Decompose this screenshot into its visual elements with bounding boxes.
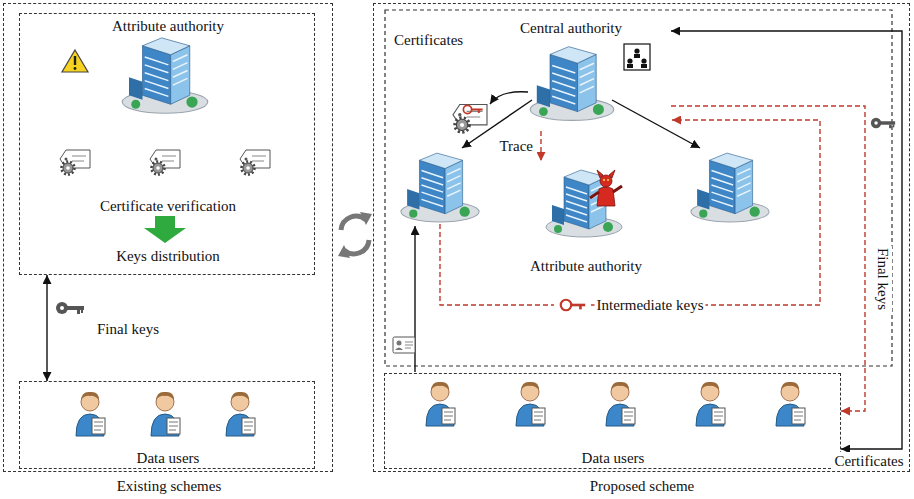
key-icon <box>463 105 482 113</box>
key-icon <box>56 302 84 314</box>
flow-arrow <box>144 216 186 243</box>
edge-label: Final keys <box>874 245 892 311</box>
warning-sign <box>62 50 88 72</box>
key-patch <box>554 296 590 314</box>
annotation-label: Certificates <box>392 31 465 49</box>
user-icon <box>776 382 805 426</box>
central-building <box>530 47 614 121</box>
flow-arrow <box>46 275 47 381</box>
authority-building <box>401 153 479 222</box>
central-authority: Central authority <box>491 19 671 131</box>
users-box: Data users <box>384 373 841 469</box>
edge-label: Certificates <box>832 452 905 470</box>
user-icon <box>606 382 635 426</box>
user-icon <box>151 392 180 436</box>
authority-building <box>546 170 622 237</box>
assign-arrow <box>612 100 700 148</box>
certificate-arrow <box>490 92 528 104</box>
authority-box: Attribute authorityCertificate verificat… <box>19 13 315 275</box>
intermediate-key-flow <box>440 120 820 305</box>
node-title: Attribute authority <box>112 17 224 35</box>
node-title: Attribute authority <box>530 257 642 275</box>
edge-label: Trace <box>497 137 535 155</box>
scheme-panel: Proposed schemeCentral authorityAttribut… <box>373 3 910 472</box>
certificate-icon <box>60 150 90 175</box>
authority-building <box>691 153 769 222</box>
attacker-figure <box>590 170 622 206</box>
user-icon <box>226 392 255 436</box>
id-card-icon <box>393 337 415 353</box>
edge-label: Final keys <box>95 320 161 338</box>
key-flow-arrow <box>671 106 865 411</box>
node-title: Data users <box>137 449 200 467</box>
org-chart-icon <box>624 44 650 70</box>
certificate-icon <box>150 150 180 175</box>
node-title: Central authority <box>520 19 622 37</box>
swap-icon <box>338 212 372 258</box>
key-flow-arrow <box>540 131 541 161</box>
annotation-label: Intermediate keys <box>594 296 705 314</box>
certificate-icon <box>453 105 487 133</box>
user-icon <box>696 382 725 426</box>
user-icon <box>76 392 105 436</box>
node-title: Data users <box>582 449 645 467</box>
node-text: Keys distribution <box>116 247 220 265</box>
authority-region <box>385 10 892 366</box>
node-title: Existing schemes <box>117 477 222 495</box>
scheme-panel: Existing schemesAttribute authorityCerti… <box>3 3 333 472</box>
user-icon <box>426 382 455 426</box>
attribute-authority: Attribute authority <box>521 161 651 279</box>
certificate-icon <box>240 150 270 175</box>
flow-arrow <box>671 31 902 449</box>
user-icon <box>516 382 545 426</box>
key-icon <box>561 300 586 311</box>
node-text: Certificate verification <box>100 197 236 215</box>
authority-building <box>122 38 208 113</box>
users-box: Data users <box>19 381 315 469</box>
key-icon <box>871 118 895 128</box>
node-title: Proposed scheme <box>590 477 695 495</box>
